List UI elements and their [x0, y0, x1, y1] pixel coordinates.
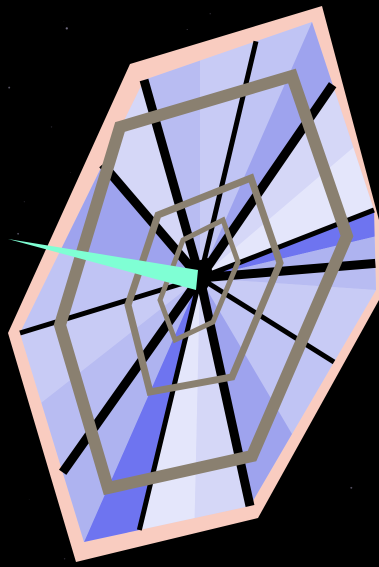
- star: [350, 487, 352, 489]
- star: [51, 126, 52, 127]
- star: [8, 87, 10, 89]
- star: [64, 21, 65, 22]
- star: [17, 233, 19, 235]
- star: [70, 172, 71, 173]
- star: [210, 13, 211, 14]
- star: [24, 201, 25, 202]
- star: [66, 27, 68, 29]
- star: [29, 499, 30, 500]
- star: [64, 558, 65, 559]
- star: [187, 29, 188, 30]
